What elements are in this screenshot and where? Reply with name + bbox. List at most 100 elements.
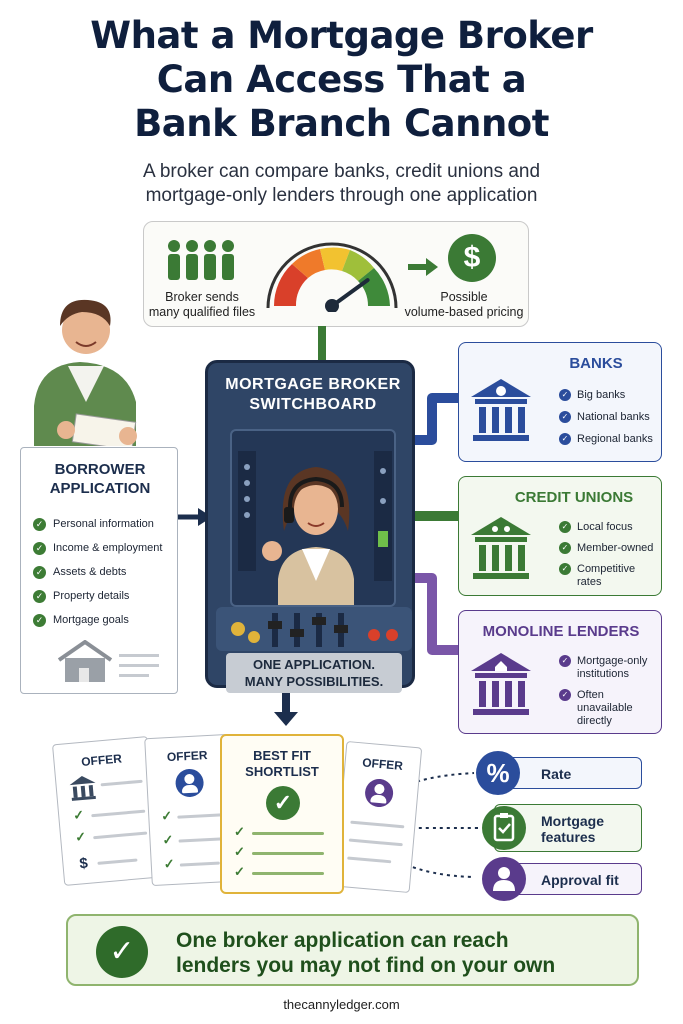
credit-unions-card: CREDIT UNIONS ✓ Local focus ✓ Member-own…	[458, 476, 662, 596]
offer-card-bank: OFFER ✓ ✓ $	[51, 736, 161, 886]
check-icon: ✓	[33, 518, 46, 531]
shortlist-title: BEST FIT SHORTLIST	[222, 748, 342, 780]
check-icon: ✓	[559, 389, 571, 401]
switchboard-caption: ONE APPLICATION. MANY POSSIBILITIES.	[226, 653, 402, 693]
switchboard-caption-line-2: MANY POSSIBILITIES.	[244, 674, 384, 689]
person-icon	[174, 768, 205, 798]
monoline-lenders-card: MONOLINE LENDERS ✓ Mortgage-only institu…	[458, 610, 662, 734]
bank-icon	[69, 775, 96, 801]
check-icon: ✓	[74, 828, 87, 845]
borrower-person-illustration	[34, 299, 137, 446]
approval-fit-label: Approval fit	[541, 872, 619, 888]
check-icon: ✓	[559, 655, 571, 667]
monoline-title: MONOLINE LENDERS	[482, 623, 640, 640]
offer-title: OFFER	[361, 755, 404, 773]
check-icon: ✓	[559, 411, 571, 423]
monoline-item: Often unavailable directly	[577, 689, 633, 727]
banner-text: One broker application can reach lenders…	[176, 928, 616, 978]
footer-site-name: thecannyledger.com	[283, 997, 400, 1012]
conclusion-banner: ✓ One broker application can reach lende…	[66, 914, 639, 986]
banks-card: BANKS ✓ Big banks ✓ National banks ✓ Reg…	[458, 342, 662, 462]
dollar-icon: $	[78, 854, 89, 873]
shortlist-title-line-2: SHORTLIST	[245, 764, 319, 779]
clipboard-check-icon	[482, 806, 526, 850]
credit-unions-item: Local focus	[577, 521, 633, 533]
banks-title: BANKS	[569, 355, 623, 372]
borrower-title-line-1: BORROWER	[54, 461, 146, 478]
people-group-icon	[168, 240, 234, 280]
banks-item: Big banks	[577, 389, 626, 401]
credit-unions-item: Competitive rates	[577, 563, 636, 588]
borrower-application-card: BORROWER APPLICATION ✓ Personal informat…	[20, 447, 178, 694]
broker-switchboard: MORTGAGE BROKER SWITCHBOARD	[205, 360, 418, 693]
shortlist-title-line-1: BEST FIT	[253, 748, 311, 763]
offer-card-right: OFFER	[333, 740, 423, 894]
check-icon: ✓	[559, 542, 571, 554]
house-icon	[57, 640, 159, 682]
arrow-right-icon	[408, 258, 438, 276]
offer-title: OFFER	[80, 751, 123, 769]
borrower-item: Income & employment	[53, 542, 163, 554]
pricing-caption-line-1: Possible	[440, 290, 488, 304]
check-icon: ✓	[33, 542, 46, 555]
borrower-item: Mortgage goals	[53, 614, 129, 626]
banner-line-2: lenders you may not find on your own	[176, 954, 556, 977]
check-icon: ✓	[559, 563, 571, 575]
features-line-2: features	[541, 829, 596, 845]
borrower-title-line-2: APPLICATION	[49, 480, 151, 497]
title-line-2: Can Access That a	[156, 58, 527, 101]
title-line-3: Bank Branch Cannot	[134, 102, 549, 145]
banks-item: Regional banks	[577, 433, 653, 445]
check-icon: ✓	[33, 590, 46, 603]
borrower-title: BORROWER APPLICATION	[21, 460, 179, 498]
page-title: What a Mortgage Broker Can Access That a…	[0, 14, 683, 146]
check-circle-icon: ✓	[96, 926, 148, 978]
switchboard-title-line-1: MORTGAGE BROKER	[225, 376, 401, 393]
subtitle-line-1: A broker can compare banks, credit union…	[142, 161, 541, 182]
broker-operator-illustration	[238, 451, 392, 605]
slider-controls-icon	[231, 613, 398, 647]
check-icon: ✓	[234, 844, 245, 859]
switchboard-caption-line-1: ONE APPLICATION.	[252, 657, 376, 672]
check-icon: ✓	[160, 807, 173, 824]
broker-operator-screen	[230, 429, 396, 607]
files-caption-line-1: Broker sends	[165, 290, 239, 304]
bank-building-icon	[471, 379, 531, 441]
subtitle: A broker can compare banks, credit union…	[40, 160, 643, 208]
monoline-item: Mortgage-only institutions	[577, 655, 648, 680]
volume-pricing-panel: $ Broker sends many qualified files Poss…	[143, 221, 529, 327]
switchboard-title-line-2: SWITCHBOARD	[249, 396, 377, 413]
files-caption: Broker sends many qualified files	[146, 290, 258, 320]
person-icon	[363, 777, 395, 809]
borrower-item: Property details	[53, 590, 130, 602]
gauge-needle	[330, 278, 370, 308]
banks-item: National banks	[577, 411, 650, 423]
person-icon	[482, 857, 526, 901]
monoline-building-icon	[471, 653, 531, 715]
rate-label: Rate	[541, 766, 572, 782]
borrower-item: Assets & debts	[53, 566, 127, 578]
credit-union-building-icon	[471, 517, 531, 579]
offer-title: OFFER	[166, 748, 208, 765]
dollar-icon: $	[448, 234, 496, 282]
credit-unions-item: Member-owned	[577, 542, 654, 554]
check-icon: ✓	[33, 566, 46, 579]
gauge-icon	[266, 242, 398, 312]
pricing-caption-line-2: volume-based pricing	[404, 305, 524, 319]
check-icon: ✓	[33, 614, 46, 627]
check-icon: ✓	[559, 689, 571, 701]
percent-icon: %	[476, 751, 520, 795]
features-line-1: Mortgage	[541, 813, 604, 829]
best-fit-shortlist-card: BEST FIT SHORTLIST ✓ ✓ ✓ ✓	[220, 734, 344, 894]
mortgage-features-label: Mortgage features	[541, 813, 604, 845]
check-icon: ✓	[72, 806, 85, 823]
pricing-caption: Possible volume-based pricing	[400, 290, 528, 320]
check-circle-icon: ✓	[266, 786, 300, 820]
files-caption-line-2: many qualified files	[148, 305, 256, 319]
banner-line-1: One broker application can reach	[176, 929, 509, 952]
check-icon: ✓	[162, 831, 174, 848]
check-icon: ✓	[234, 864, 245, 879]
check-icon: ✓	[559, 521, 571, 533]
switchboard-title: MORTGAGE BROKER SWITCHBOARD	[208, 375, 418, 415]
check-icon: ✓	[559, 433, 571, 445]
